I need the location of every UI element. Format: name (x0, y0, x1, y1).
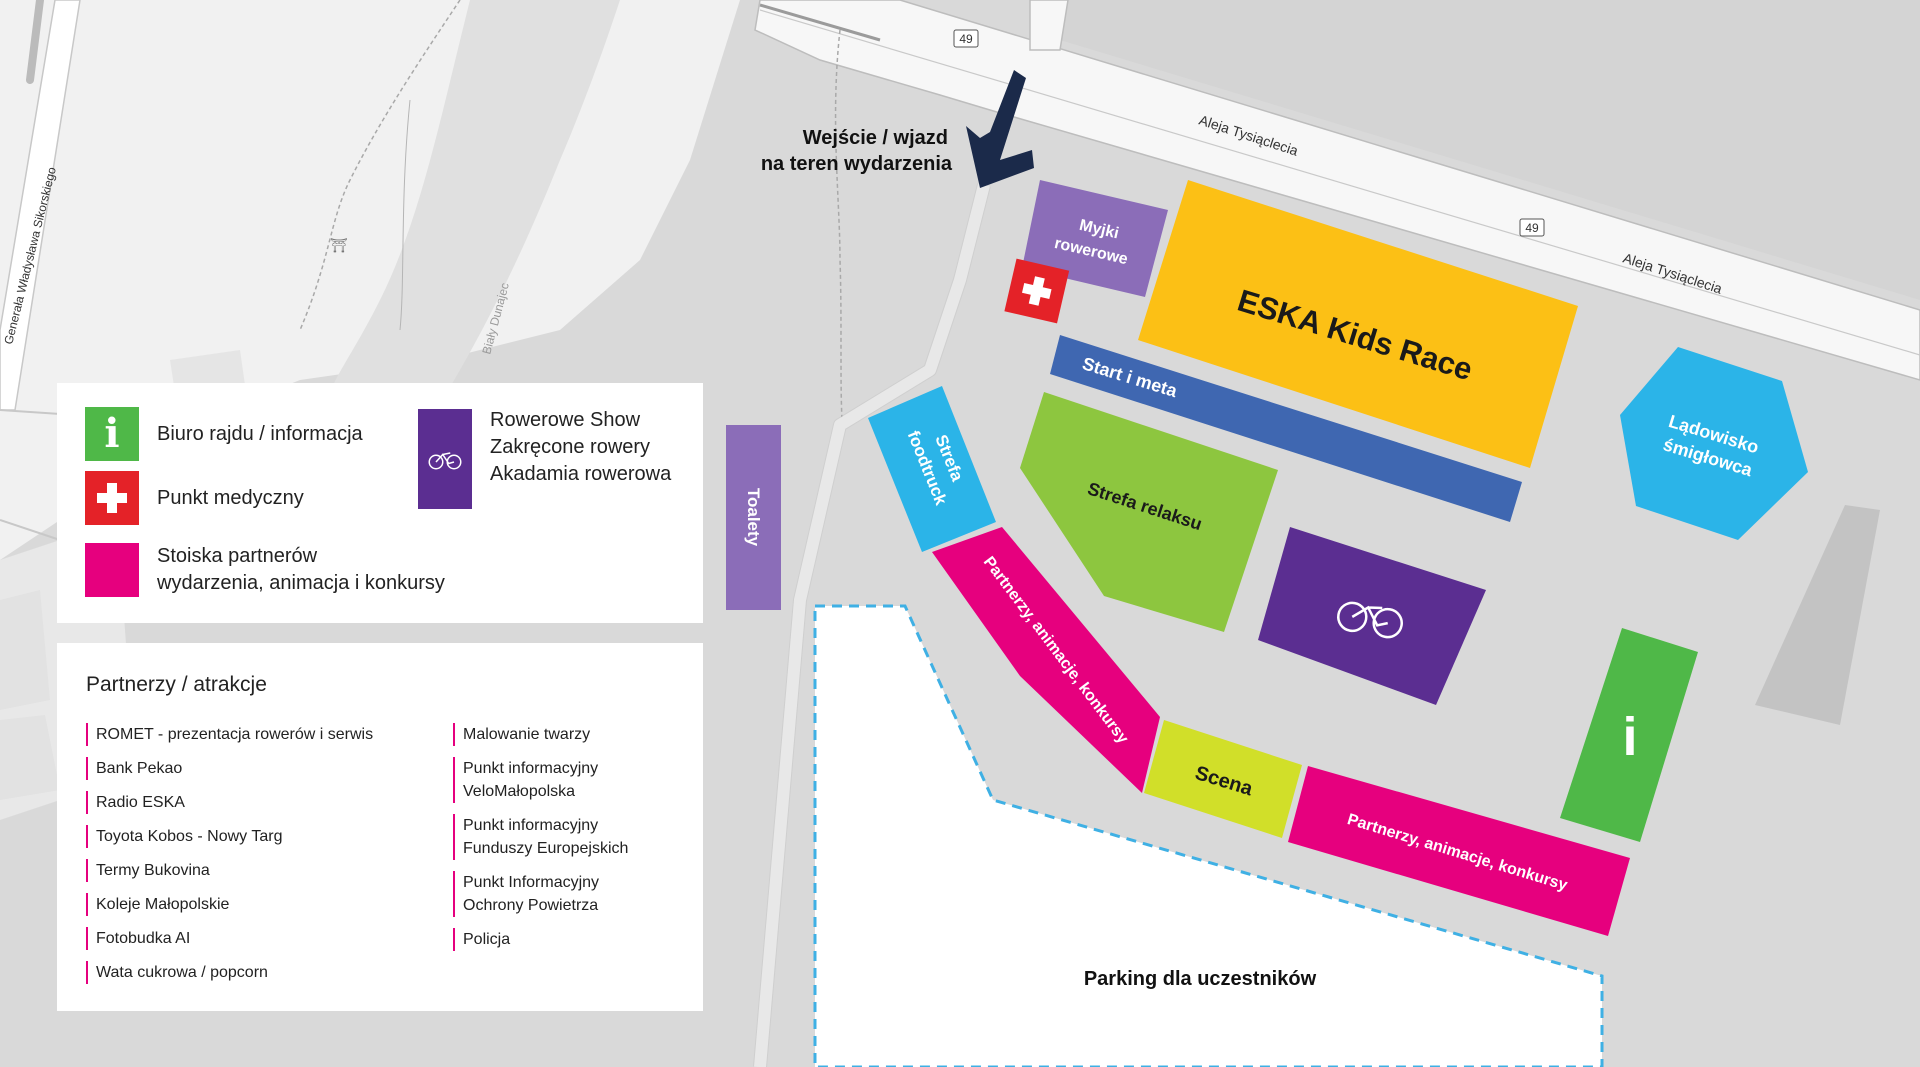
legend-partners: Stoiska partnerów wydarzenia, animacja i… (85, 543, 445, 597)
legend-bike-show-label: Rowerowe Show Zakręcone rowery Akadamia … (490, 409, 672, 485)
medical-point[interactable] (1004, 258, 1070, 324)
zone-info-glyph: i (1622, 707, 1637, 767)
zone-partners-2[interactable] (1288, 766, 1630, 936)
parking-label: Parking dla uczestników (1084, 968, 1317, 990)
parking-lot-stripes (1755, 505, 1880, 725)
railway (759, 3, 881, 42)
zone-relax[interactable] (1020, 392, 1278, 632)
building (0, 590, 50, 710)
legend-info-label: Biuro rajdu / informacja (157, 422, 363, 445)
zone-stage[interactable] (1144, 720, 1302, 838)
medical-cross-icon (85, 471, 139, 525)
bicycle-icon (418, 409, 472, 509)
partner-item: Toyota Kobos - Nowy Targ (86, 825, 373, 848)
zone-bike-wash[interactable] (1022, 180, 1168, 297)
entrance-path-edge (753, 183, 991, 1067)
partners-swatch (85, 543, 139, 597)
zone-toilets-label: Toalety (744, 488, 763, 547)
land-area-north (1060, 0, 1920, 300)
partner-item: Koleje Małopolskie (86, 893, 373, 916)
partner-item: ROMET - prezentacja rowerów i serwis (86, 723, 373, 746)
picnic-icon: ⛩ (330, 237, 348, 253)
legend-medical-label: Punkt medyczny (157, 486, 304, 509)
partners-title: Partnerzy / atrakcje (86, 673, 267, 696)
footpath (834, 29, 843, 421)
river (320, 0, 620, 420)
partner-item: Wata cukrowa / popcorn (86, 961, 373, 984)
zone-helipad[interactable] (1620, 347, 1808, 540)
zone-toilets[interactable] (726, 425, 781, 610)
partner-item: Termy Bukovina (86, 859, 373, 882)
access-road-north (1029, 0, 1069, 51)
road-number-2: 49 (1525, 221, 1539, 235)
parking-area (813, 604, 1604, 1067)
zone-foodtruck[interactable] (868, 386, 996, 552)
legend-medical: Punkt medyczny (85, 471, 304, 525)
zone-info[interactable] (1560, 628, 1698, 842)
medical-cross-icon (1022, 276, 1052, 306)
bicycle-icon (1337, 601, 1403, 639)
entrance-arrow-icon (966, 70, 1034, 188)
road-lane (759, 9, 1920, 356)
zone-start-finish[interactable] (1050, 335, 1522, 522)
building (0, 715, 60, 800)
zone-eska-kids-race[interactable] (1138, 180, 1578, 468)
partner-item: Malowanie twarzy (453, 723, 628, 746)
info-icon: i (85, 407, 139, 461)
legend-bike-show: Rowerowe Show Zakręcone rowery Akadamia … (418, 409, 671, 509)
partners-panel: Partnerzy / atrakcje ROMET - prezentacja… (57, 643, 703, 1011)
partners-column-1: ROMET - prezentacja rowerów i serwis Ban… (86, 723, 373, 995)
zone-partners-1[interactable] (932, 527, 1160, 793)
rail-track (26, 0, 44, 84)
legend-info: i Biuro rajdu / informacja (85, 407, 363, 461)
road-number-1: 49 (959, 32, 973, 46)
entrance-label-line2: na teren wydarzenia (761, 153, 953, 175)
footpath (399, 99, 411, 331)
road-number-badge-2: 49 (1519, 218, 1545, 237)
entrance-label-line1: Wejście / wjazd (803, 127, 948, 149)
partner-item: Fotobudka AI (86, 927, 373, 950)
legend-partners-label: Stoiska partnerów wydarzenia, animacja i… (157, 545, 445, 594)
road-number-badge-1: 49 (953, 29, 979, 48)
partner-item: Policja (453, 928, 628, 951)
entrance-path (754, 183, 990, 1067)
legend-panel: i Biuro rajdu / informacja Punkt medyczn… (57, 383, 703, 623)
partner-item: Bank Pekao (86, 757, 373, 780)
footpath (299, 0, 461, 331)
partner-item: Radio ESKA (86, 791, 373, 814)
